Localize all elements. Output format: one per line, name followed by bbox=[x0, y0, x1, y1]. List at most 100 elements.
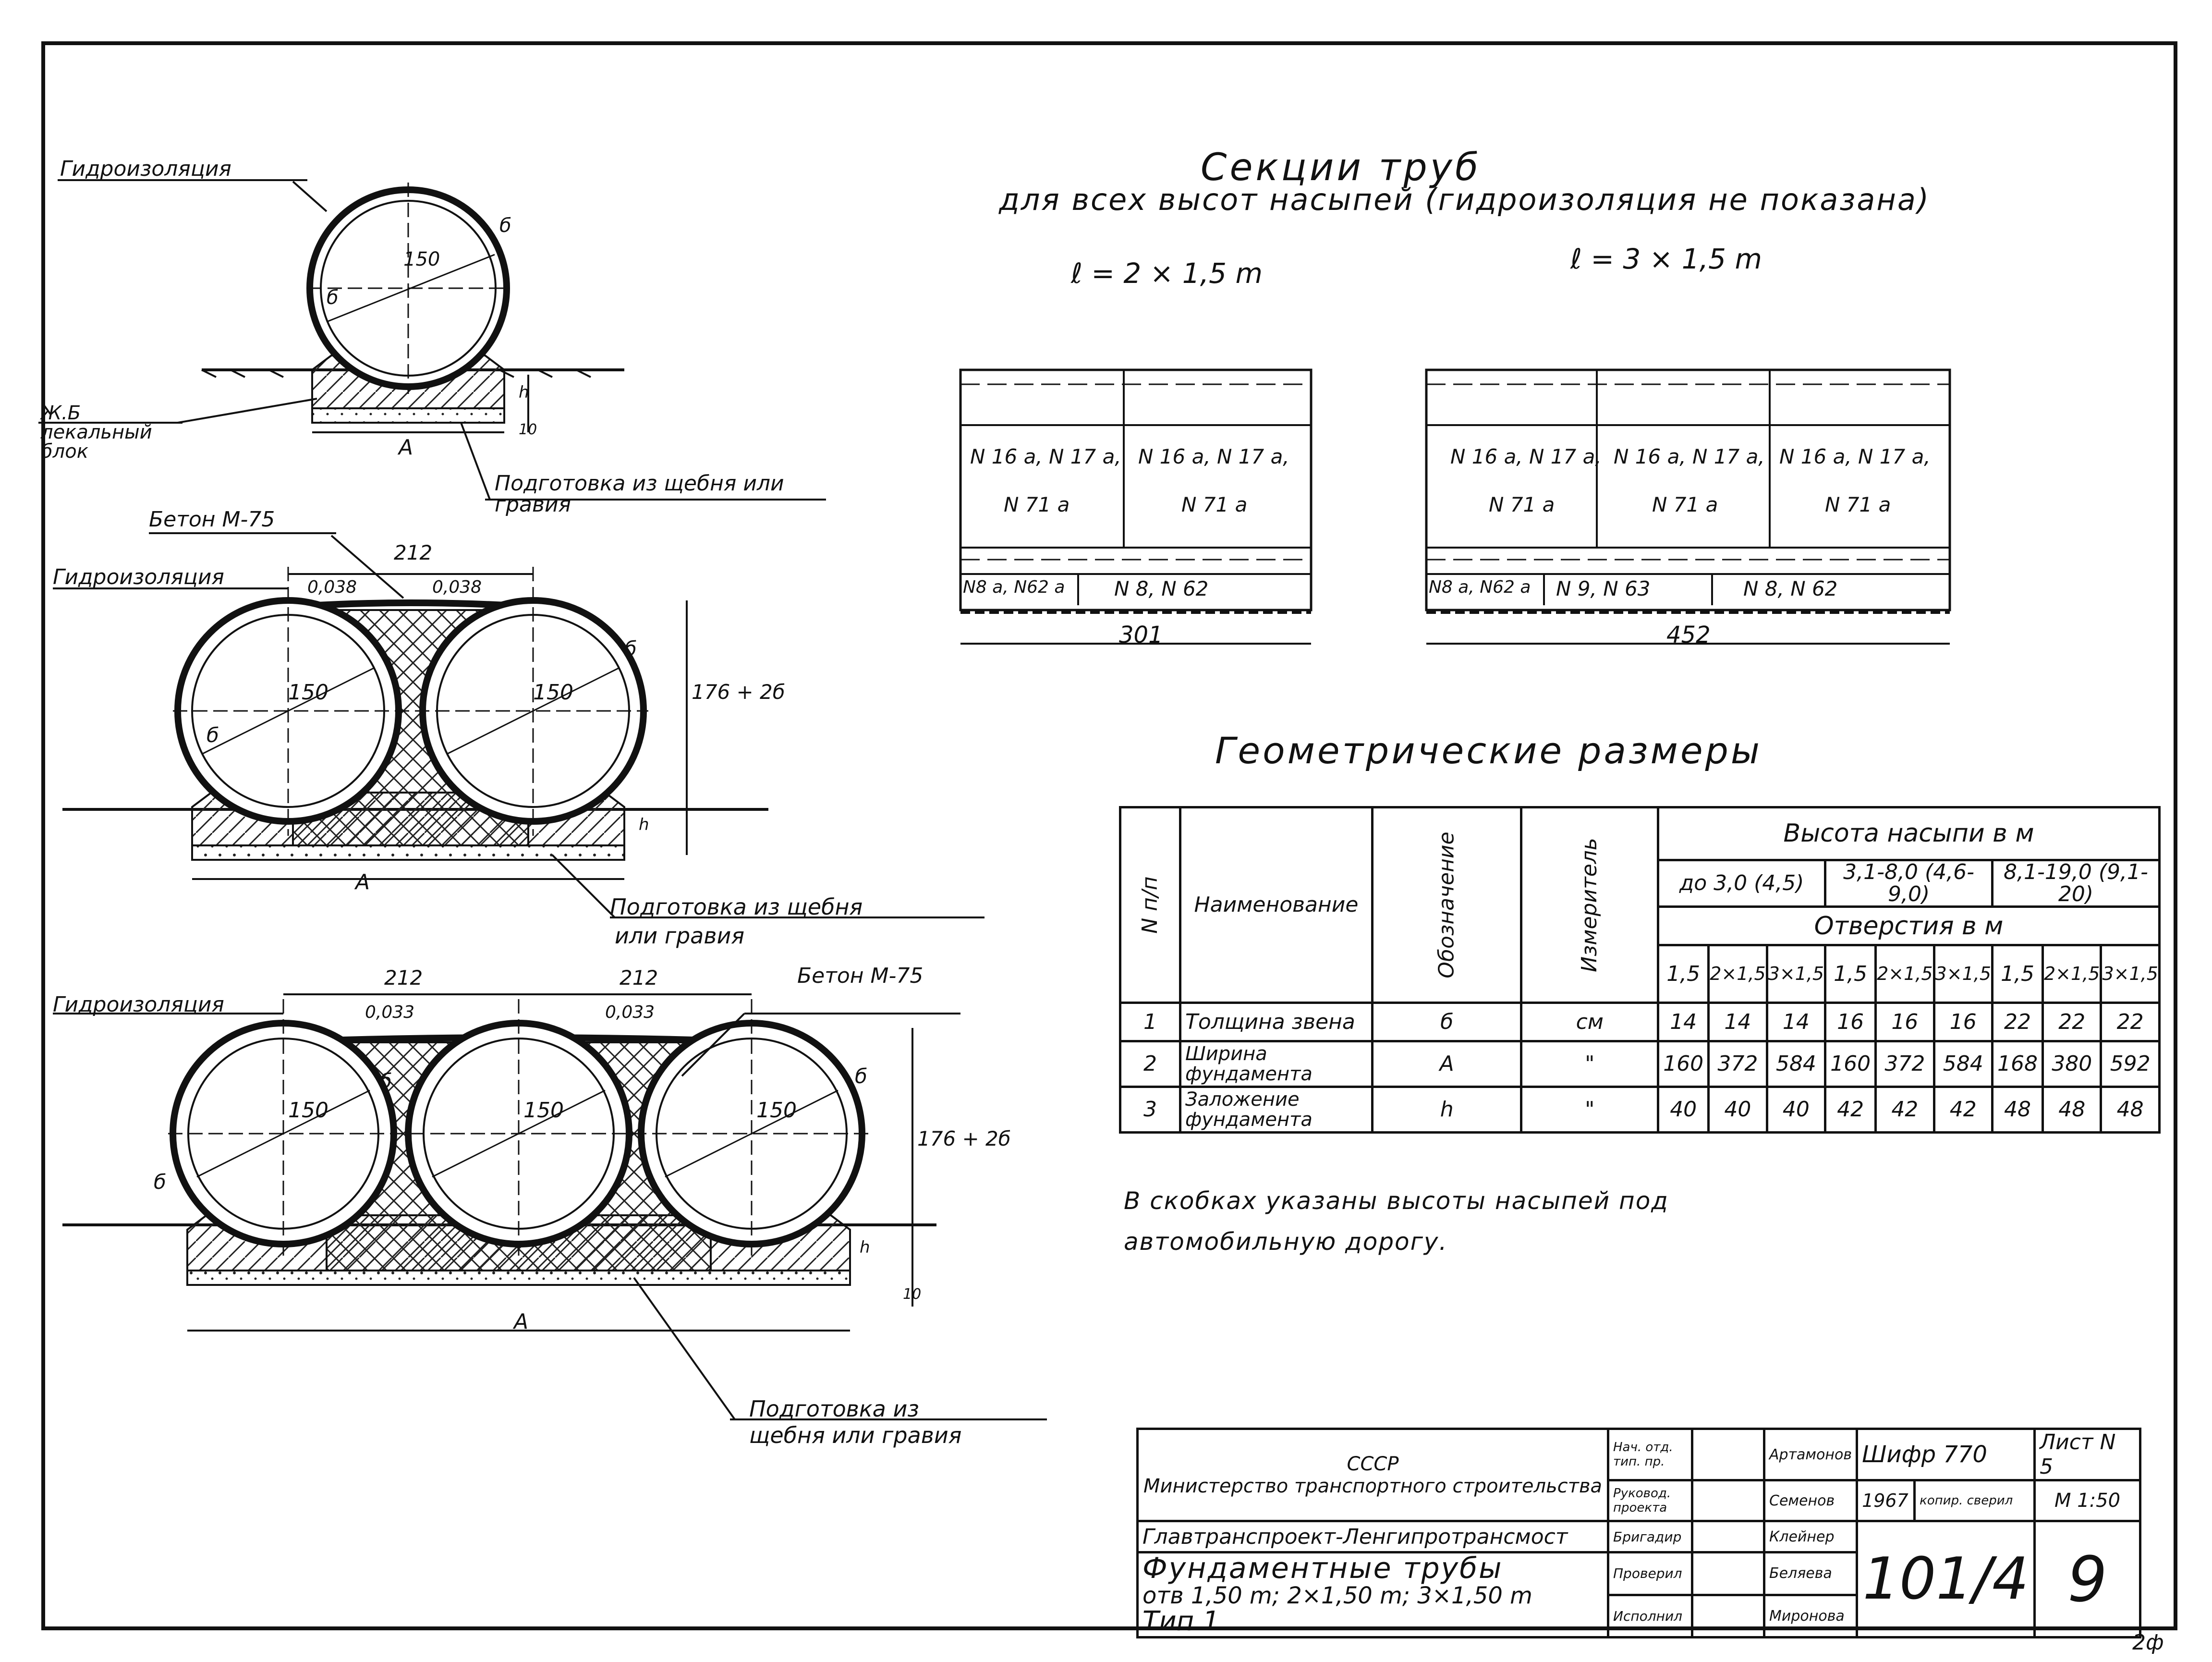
dim-A: A bbox=[514, 1309, 529, 1334]
row-val: 42 bbox=[1932, 1086, 1994, 1134]
org-dept: Главтранспроект-Ленгипротрансмост bbox=[1136, 1520, 1609, 1553]
section-label: N 8, N 62 bbox=[1114, 577, 1209, 600]
span-label: 212 bbox=[384, 966, 423, 990]
sections-title: Секции труб bbox=[1201, 146, 1482, 189]
row-val: 40 bbox=[1707, 1086, 1768, 1134]
waterproofing-label: Гидроизоляция bbox=[53, 992, 224, 1017]
dim-A: A bbox=[355, 870, 370, 894]
row-val: 42 bbox=[1874, 1086, 1935, 1134]
row-name: Ширина фундамента bbox=[1179, 1040, 1373, 1088]
wall-label: б bbox=[154, 1170, 166, 1194]
range-header: 8,1-19,0 (9,1-20) bbox=[1991, 858, 2161, 908]
opening-cell: 1,5 bbox=[1824, 944, 1877, 1004]
span-label: 212 bbox=[394, 541, 433, 564]
dim-10: 10 bbox=[519, 421, 537, 438]
table-row: 1 Толщина звена б см 14 14 14 16 16 16 2… bbox=[1119, 1002, 2161, 1043]
row-unit: " bbox=[1520, 1040, 1660, 1088]
drawing-name: Фундаментные трубы bbox=[1142, 1552, 1503, 1585]
col-sym-header: Обозначение bbox=[1434, 831, 1459, 978]
row-no: 1 bbox=[1119, 1002, 1181, 1043]
length-dim-left: 301 bbox=[1119, 622, 1163, 648]
section-label: N 9, N 63 bbox=[1556, 577, 1651, 600]
section-label: N 16 a, N 17 a, bbox=[1779, 445, 1931, 468]
length-left: ℓ = 2 × 1,5 m bbox=[1071, 257, 1263, 290]
name-cell: Клейнер bbox=[1762, 1520, 1859, 1553]
diameter-label: 150 bbox=[533, 680, 573, 705]
row-val: 592 bbox=[2100, 1040, 2161, 1088]
opening-cell: 3×1,5 bbox=[1932, 944, 1994, 1004]
opening-cell: 1,5 bbox=[1991, 944, 2044, 1004]
signature-cell bbox=[1691, 1551, 1765, 1596]
diameter-label: 150 bbox=[288, 1098, 328, 1123]
row-name: Заложение фундамента bbox=[1179, 1086, 1373, 1134]
geom-table: N п/п Наименование Обозначение Измерител… bbox=[1119, 806, 2161, 1134]
waterproofing-label: Гидроизоляция bbox=[60, 157, 231, 181]
name-cell: Артамонов bbox=[1762, 1428, 1859, 1481]
section-label: N 16 a, N 17 a, bbox=[1614, 445, 1765, 468]
name-cell: Миронова bbox=[1762, 1593, 1859, 1639]
row-sym: h bbox=[1371, 1086, 1523, 1134]
waterproofing-label: Гидроизоляция bbox=[53, 565, 224, 589]
corner-mark: 2ф bbox=[2132, 1630, 2164, 1655]
slope-label: 0,033 bbox=[605, 1002, 655, 1022]
slope-label: 0,038 bbox=[432, 577, 482, 597]
concrete-label: Бетон М-75 bbox=[797, 964, 924, 988]
row-val: 14 bbox=[1657, 1002, 1710, 1043]
code-cell: 101/4 bbox=[1856, 1519, 2036, 1639]
name-cell: Семенов bbox=[1762, 1479, 1859, 1522]
role-cell: Проверил bbox=[1607, 1551, 1693, 1596]
sections-subtitle: для всех высот насыпей (гидроизоляция не… bbox=[999, 182, 1931, 217]
geom-title: Геометрические размеры bbox=[1215, 729, 1762, 772]
span-label: 212 bbox=[620, 966, 658, 990]
row-val: 22 bbox=[2100, 1002, 2161, 1043]
signature-cell bbox=[1691, 1428, 1765, 1481]
section-label: N8 a, N62 a bbox=[1429, 577, 1531, 597]
openings-header: Отверстия в м bbox=[1657, 905, 2161, 947]
table-row: 3 Заложение фундамента h " 40 40 40 42 4… bbox=[1119, 1086, 2161, 1134]
slope-label: 0,038 bbox=[307, 577, 357, 597]
row-val: 22 bbox=[2041, 1002, 2103, 1043]
year-cell: 1967 bbox=[1856, 1479, 1916, 1522]
row-val: 372 bbox=[1707, 1040, 1768, 1088]
row-no: 3 bbox=[1119, 1086, 1181, 1134]
row-val: 584 bbox=[1765, 1040, 1827, 1088]
section-label: N8 a, N62 a bbox=[963, 577, 1065, 597]
row-val: 14 bbox=[1707, 1002, 1768, 1043]
col-name-header: Наименование bbox=[1179, 806, 1373, 1004]
diameter-label: 150 bbox=[403, 248, 440, 270]
signature-cell bbox=[1691, 1593, 1765, 1639]
opening-cell: 2×1,5 bbox=[1874, 944, 1935, 1004]
dim-h: h bbox=[639, 815, 649, 834]
row-val: 22 bbox=[1991, 1002, 2044, 1043]
wall-label: б bbox=[499, 215, 511, 237]
height-label: 176 + 2б bbox=[917, 1127, 1011, 1150]
note-line-2: автомобильную дорогу. bbox=[1124, 1228, 1448, 1256]
dim-h: h bbox=[519, 383, 529, 402]
section-label: N 71 a bbox=[1825, 493, 1891, 516]
opening-cell: 3×1,5 bbox=[2100, 944, 2161, 1004]
sections-left bbox=[959, 368, 1313, 645]
diameter-label: 150 bbox=[288, 680, 328, 705]
cipher-cell: Шифр 770 bbox=[1856, 1428, 2036, 1481]
pipe-section-single bbox=[38, 179, 826, 501]
row-val: 16 bbox=[1824, 1002, 1877, 1043]
section-label: N 16 a, N 17 a, bbox=[970, 445, 1121, 468]
base-label: Подготовка из bbox=[749, 1396, 919, 1422]
height-header: Высота насыпи в м bbox=[1657, 806, 2161, 861]
sheet-number: 9 bbox=[2033, 1519, 2142, 1639]
wall-label: б bbox=[207, 723, 219, 747]
row-val: 48 bbox=[2041, 1086, 2103, 1134]
row-val: 160 bbox=[1824, 1040, 1877, 1088]
opening-cell: 2×1,5 bbox=[1707, 944, 1768, 1004]
section-label: N 16 a, N 17 a, bbox=[1450, 445, 1602, 468]
section-label: N 16 a, N 17 a, bbox=[1138, 445, 1289, 468]
name-cell: Беляева bbox=[1762, 1551, 1859, 1596]
sheet-frame bbox=[41, 41, 2177, 1630]
diameter-label: 150 bbox=[756, 1098, 797, 1123]
col-no-header: N п/п bbox=[1137, 876, 1162, 934]
length-right: ℓ = 3 × 1,5 m bbox=[1570, 243, 1762, 275]
row-val: 40 bbox=[1657, 1086, 1710, 1134]
section-label: N 71 a bbox=[1004, 493, 1070, 516]
